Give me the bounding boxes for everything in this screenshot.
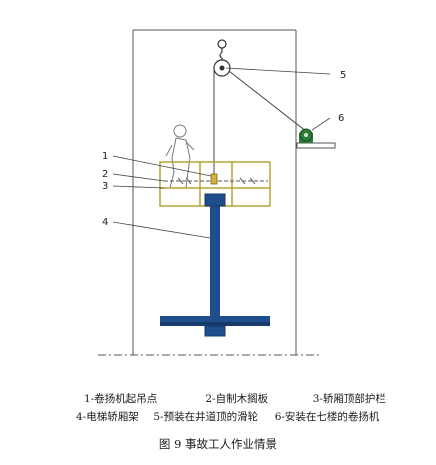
figure-caption: 图 9 事故工人作业情景 xyxy=(158,437,278,451)
legend-item-3: 3-轿厢顶部护栏 xyxy=(312,393,386,405)
winch-rope xyxy=(228,70,308,133)
callout-5: 5 xyxy=(340,70,346,81)
legend-row-2: 4-电梯轿厢架 5-预装在井道顶的滑轮 6-安装在七楼的卷扬机 xyxy=(76,409,379,424)
shelf-marks xyxy=(177,177,256,185)
column-cap xyxy=(204,193,226,207)
callout-3: 3 xyxy=(102,181,108,192)
bottom-beam xyxy=(160,316,270,326)
callout-4: 4 xyxy=(102,217,108,228)
legend-item-6: 6-安装在七楼的卷扬机 xyxy=(274,411,380,423)
callout-6: 6 xyxy=(338,113,344,124)
top-hook xyxy=(217,39,227,59)
car-frame-column xyxy=(210,206,220,326)
winch-shelf xyxy=(296,142,336,149)
legend-row-1: 1-卷扬机起吊点 2-自制木搁板 3-轿厢顶部护栏 xyxy=(84,391,386,406)
worker-figure xyxy=(165,124,195,189)
callout-1: 1 xyxy=(102,151,108,162)
callout-2: 2 xyxy=(102,169,108,180)
legend-item-1: 1-卷扬机起吊点 xyxy=(84,393,158,405)
bottom-beam-shade xyxy=(160,322,270,326)
legend-item-2: 2-自制木搁板 xyxy=(205,393,269,405)
legend-item-4: 4-电梯轿厢架 xyxy=(76,411,139,423)
hoist-point xyxy=(210,173,218,185)
legend-item-5: 5-预装在井道顶的滑轮 xyxy=(153,411,259,423)
leader-lines xyxy=(112,67,331,239)
pulley xyxy=(213,58,231,77)
column-foot xyxy=(204,325,226,337)
winch xyxy=(299,128,313,143)
